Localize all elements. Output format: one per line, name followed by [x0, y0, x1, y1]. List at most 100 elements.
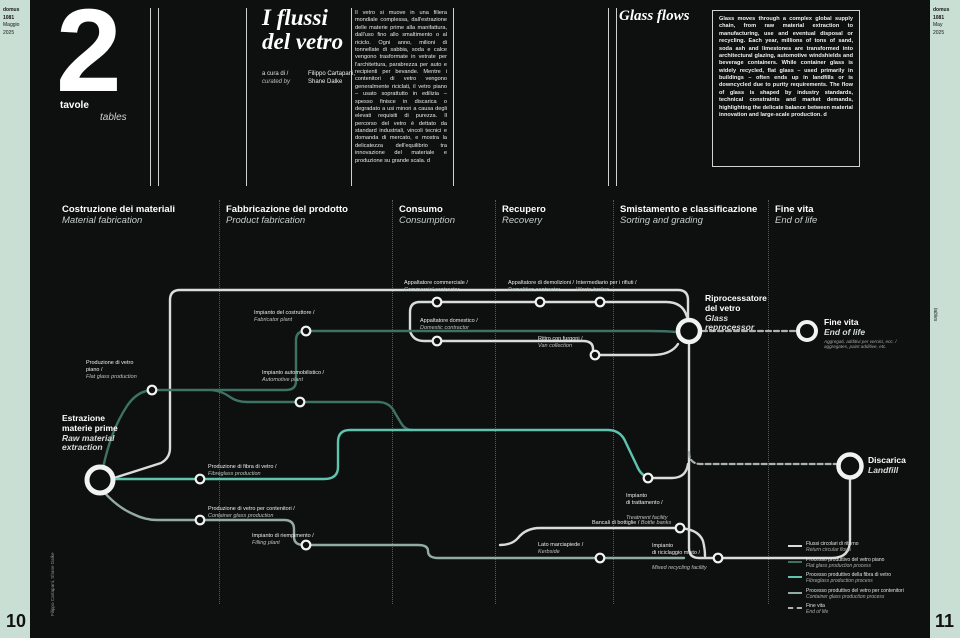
- label-en: Container glass production: [208, 513, 274, 520]
- node-flat-glass-production: [146, 384, 158, 396]
- label-it: Impianto di riempimento /: [252, 533, 314, 539]
- label-van-collection: Ritiro con furgoni / Van collection: [538, 336, 592, 350]
- page-number-right: 11: [934, 611, 954, 631]
- flow-return-top-loop: [112, 288, 690, 480]
- stage-product-fabrication: Fabbricazione del prodotto Product fabri…: [226, 204, 348, 226]
- stage-label-it: Fabbricazione del prodotto: [226, 204, 348, 215]
- stage-label-en: Product fabrication: [226, 215, 306, 226]
- label-en: Landfill: [868, 464, 899, 475]
- node-treatment-facility: [642, 472, 654, 484]
- label-demolition-contractor: Appaltatore di demolizioni / Demolition …: [508, 280, 578, 294]
- stage-material-fabrication: Costruzione dei materiali Material fabri…: [62, 204, 175, 226]
- flow-return-commercial-row: [408, 300, 689, 333]
- node-commercial-contractor: [431, 296, 443, 308]
- legend-label-it: Processo produttivo della fibra di vetro: [806, 572, 892, 578]
- label-domestic-contractor: Appaltatore domestico / Domestic contrac…: [420, 318, 486, 332]
- stage-label-en: End of life: [775, 215, 818, 226]
- column-rule: [608, 8, 609, 186]
- chapter-label-en: tables: [100, 112, 127, 123]
- label-en: Commercial contractor: [404, 287, 460, 294]
- legend-label-it: Processo produttivo del vetro per conten…: [806, 587, 904, 594]
- column-rule: [351, 8, 352, 186]
- stage-label-en: Material fabrication: [62, 215, 143, 226]
- stage-divider-dotted: [392, 200, 393, 604]
- label-it: Estrazione materie prime: [62, 413, 118, 433]
- legend-row-return: Flussi circolari di ritorno Return circu…: [788, 541, 930, 554]
- stage-recovery: Recupero Recovery: [502, 204, 546, 226]
- flow-return-treatment-link: [646, 462, 690, 480]
- flow-fibreglass: [111, 428, 652, 481]
- title-line-2: del vetro: [262, 29, 344, 55]
- stage-end-of-life: Fine vita End of life: [775, 204, 817, 226]
- label-filling-plant: Impianto di riempimento / Filling plant: [252, 533, 318, 547]
- label-en: Fabricator plant: [254, 317, 293, 324]
- label-en: Automotive plant: [262, 377, 303, 384]
- stage-label-en: Consumption: [399, 215, 455, 226]
- stage-divider-dotted: [219, 200, 220, 604]
- label-it: Appaltatore commerciale /: [404, 280, 468, 286]
- label-en: Flat glass production: [86, 374, 137, 381]
- label-it: Appaltatore domestico /: [420, 318, 478, 324]
- chapter-label-it: tavole: [60, 100, 89, 111]
- node-bottle-banks: [674, 522, 686, 534]
- column-rule: [616, 8, 617, 186]
- title-line-1: I flussi: [262, 5, 328, 30]
- label-en: Domestic contractor: [420, 325, 469, 332]
- legend-row-end-of-life: Fine vita End of life: [788, 603, 930, 616]
- legend-swatch-flat-glass: [788, 560, 802, 563]
- label-flat-glass-production: Produzione di vetro piano / Flat glass p…: [86, 360, 148, 381]
- intro-text-english: Glass moves through a complex global sup…: [712, 10, 860, 167]
- issue-year: 2025: [933, 29, 945, 36]
- legend-swatch-container-glass: [788, 591, 802, 594]
- node-mixed-recycling: [712, 552, 724, 564]
- vertical-credit: Filippo Cartapani, Shane Dalke: [50, 552, 55, 616]
- label-it: Appaltatore di demolizioni /: [508, 280, 575, 286]
- label-it: Lato marciapiede /: [538, 542, 584, 548]
- label-it: Intermediario per i rifiuti /: [576, 280, 637, 286]
- flow-end-of-life-landfill: [687, 450, 838, 466]
- issue-month: May: [933, 22, 943, 28]
- flow-return-bottle-row: [498, 526, 707, 558]
- node-kerbside: [594, 552, 606, 564]
- flow-flat-glass-main: [101, 329, 678, 470]
- node-automotive-plant: [294, 396, 306, 408]
- flow-flat-glass-automotive: [210, 388, 414, 432]
- stage-label-it: Fine vita: [775, 204, 814, 215]
- label-it: Produzione di fibra di vetro /: [208, 464, 277, 470]
- magazine-name: domus 1081: [3, 7, 20, 21]
- stage-label-it: Consumo: [399, 204, 443, 215]
- label-container-glass-production: Produzione di vetro per contenitori / Co…: [208, 506, 298, 520]
- label-commercial-contractor: Appaltatore commerciale / Commercial con…: [404, 280, 474, 294]
- chapter-label: tavole tables: [60, 100, 127, 123]
- label-it: Bancali di bottiglie /: [592, 520, 640, 526]
- flow-return-domestic-van: [408, 329, 680, 357]
- stage-divider-dotted: [613, 200, 614, 604]
- legend-label-it: Flussi circolari di ritorno: [806, 541, 859, 547]
- node-waste-broker: [594, 296, 606, 308]
- stage-label-it: Costruzione dei materiali: [62, 204, 175, 215]
- legend-swatch-end-of-life: [788, 607, 802, 609]
- curator-names: Filippo Cartapani, Shane Dalke: [308, 71, 356, 86]
- label-treatment-facility: Impianto di trattamento / Treatment faci…: [626, 486, 688, 529]
- page-title-english: Glass flows: [619, 8, 690, 24]
- legend-label-en: Return circular flows: [806, 547, 852, 554]
- node-fabricator-plant: [300, 325, 312, 337]
- node-filling-plant: [300, 539, 312, 551]
- label-en: Raw material extraction: [62, 432, 115, 453]
- label-it: Impianto di riciclaggio misto /: [652, 543, 700, 557]
- label-note: Aggregati, additivi per vernici, ecc. / …: [824, 338, 897, 349]
- flow-return-bottom-landfill: [716, 476, 852, 560]
- node-van-collection: [589, 349, 601, 361]
- legend-label-it: Processo produttivo del vetro piano: [806, 556, 885, 563]
- stage-divider-dotted: [495, 200, 496, 604]
- label-it: Impianto automobilistico /: [262, 370, 325, 376]
- legend-row-container-glass: Processo produttivo del vetro per conten…: [788, 588, 930, 601]
- stage-label-en: Sorting and grading: [620, 215, 703, 226]
- curated-by-label: a cura di / curated by: [262, 70, 290, 86]
- issue-month: Maggio: [3, 22, 20, 28]
- node-container-glass-production: [194, 514, 206, 526]
- left-margin-strip: domus 1081 Maggio 2025 10: [0, 0, 30, 638]
- label-en: End of life: [824, 326, 866, 337]
- stage-label-it: Recupero: [502, 204, 546, 215]
- label-en: Mixed recycling facility: [652, 564, 707, 571]
